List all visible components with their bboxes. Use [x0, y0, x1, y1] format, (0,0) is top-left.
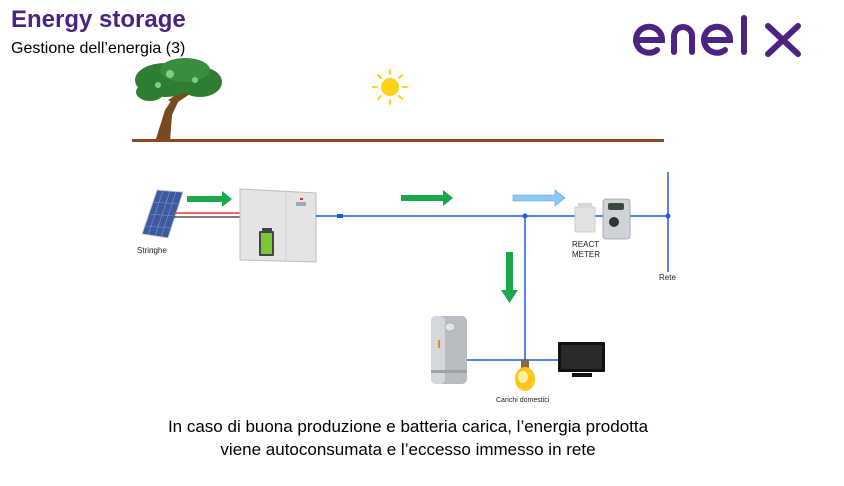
solar-panels-label: Stringhe: [137, 246, 167, 255]
react-meter-icon: [574, 203, 596, 233]
sun-icon: [372, 69, 408, 105]
caption-line-2: viene autoconsumata e l’eccesso immesso …: [220, 440, 596, 459]
ground-line: [132, 139, 664, 142]
flow-arrow-pv-to-inverter: [187, 191, 232, 207]
react-meter-label-2: METER: [572, 250, 600, 259]
solar-panel-icon: [141, 189, 184, 239]
page-title: Energy storage: [11, 6, 186, 33]
caption-line-1: In caso di buona produzione e batteria c…: [167, 417, 649, 436]
enel-x-logo: [633, 15, 801, 57]
battery-icon: [259, 228, 274, 256]
flow-arrow-inverter-to-bus: [401, 190, 453, 206]
household-loads-label: Carichi domestici: [496, 397, 550, 404]
tv-icon: [558, 342, 605, 377]
react-meter-label-1: REACT: [572, 240, 600, 249]
page-subtitle: Gestione dell’energia (3): [11, 40, 186, 57]
tree-icon: [135, 58, 222, 142]
boiler-icon: [431, 316, 467, 384]
light-bulb-icon: [515, 360, 535, 391]
flow-arrow-export: [512, 189, 566, 207]
energy-meter-icon: [602, 198, 631, 240]
flow-arrow-to-loads: [501, 252, 518, 303]
grid-label: Rete: [659, 273, 676, 282]
inverter-icon: [239, 188, 317, 263]
